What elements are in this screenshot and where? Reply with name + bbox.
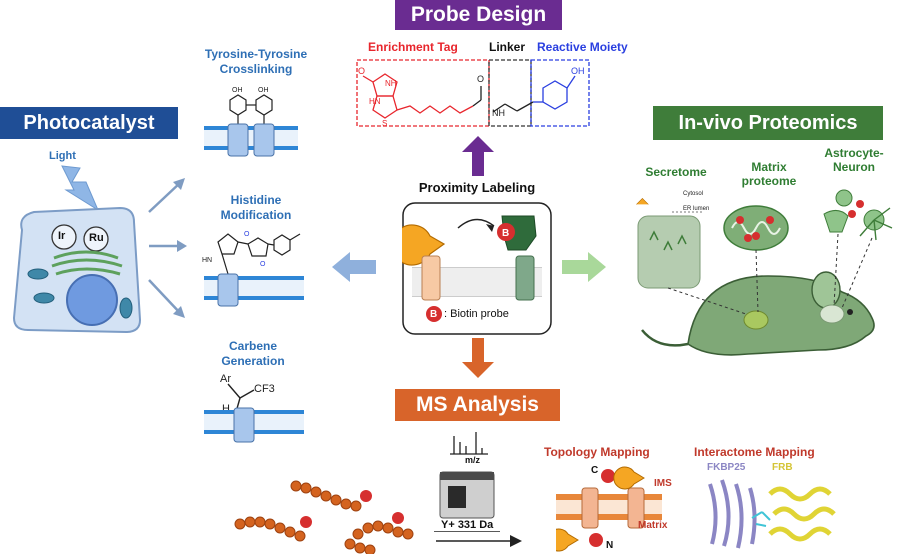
er-lumen-label: ER lumen xyxy=(683,206,709,212)
svg-text:OH: OH xyxy=(258,87,269,94)
mass-shift-label: Y+ 331 Da xyxy=(441,519,494,531)
photocatalyst-banner: Photocatalyst xyxy=(0,107,178,139)
c-terminus-label: C xyxy=(591,465,599,476)
frb-label: FRB xyxy=(772,462,793,473)
cytosol-label: Cytosol xyxy=(683,191,703,197)
invivo-illustration: Cytosol ER lumen xyxy=(636,189,893,356)
ms-output-arrow xyxy=(436,535,522,547)
svg-text:OH: OH xyxy=(571,66,585,76)
ru-label: Ru xyxy=(89,232,104,244)
photocatalyst-cell xyxy=(12,165,142,334)
ir-label: Ir xyxy=(58,230,66,242)
svg-text:B: B xyxy=(502,228,509,239)
interactome-mapping-title: Interactome Mapping xyxy=(694,445,815,459)
mass-spectrometer xyxy=(434,432,500,532)
svg-text:OH: OH xyxy=(232,87,243,94)
invivo-proteomics-banner: In-vivo Proteomics xyxy=(653,106,883,140)
svg-text:S: S xyxy=(382,119,387,128)
biotin-probe-legend: : Biotin probe xyxy=(444,308,509,320)
svg-text:O: O xyxy=(358,66,365,76)
arrow-to-photocatalyst xyxy=(332,252,376,282)
carbene-membrane: Ar CF3 H xyxy=(204,373,304,443)
histidine-membrane: O O HN xyxy=(202,231,304,307)
n-terminus-label: N xyxy=(606,540,614,551)
arrow-to-probe-design xyxy=(462,136,494,176)
mz-label: m/z xyxy=(465,455,481,465)
linker-label: Linker xyxy=(489,40,526,54)
tyrosine-membrane: OH OH xyxy=(204,87,298,157)
reactive-moiety-label: Reactive Moiety xyxy=(537,40,628,54)
interactome-structure xyxy=(708,479,836,549)
carbene-generation-label: Carbene Generation xyxy=(221,339,285,368)
matrix-proteome-label: Matrix proteome xyxy=(741,160,797,188)
peptides-illustration xyxy=(234,480,414,554)
carbene-cf3: CF3 xyxy=(254,383,275,395)
lightning-icon xyxy=(61,165,100,212)
histidine-modification-label: Histidine Modification xyxy=(220,193,292,222)
astrocyte-neuron-label: Astrocyte-Neuron xyxy=(824,146,884,174)
arrow-to-ms-analysis xyxy=(462,338,494,378)
fkbp25-label: FKBP25 xyxy=(707,462,746,473)
topology-mapping-title: Topology Mapping xyxy=(544,445,650,459)
biotin-symbol: B xyxy=(430,309,438,320)
proximity-labeling-panel: B xyxy=(402,202,552,335)
arrow-to-invivo xyxy=(562,252,606,282)
probe-structure: O NH HN S O NH OH xyxy=(356,59,590,128)
probe-design-banner: Probe Design xyxy=(395,0,562,30)
proximity-labeling-title: Proximity Labeling xyxy=(418,180,536,195)
svg-text:HN: HN xyxy=(369,97,381,106)
ms-analysis-banner: MS Analysis xyxy=(395,389,560,421)
enrichment-tag-label: Enrichment Tag xyxy=(368,40,458,54)
matrix-label: Matrix xyxy=(638,520,668,531)
svg-text:O: O xyxy=(477,74,484,84)
topology-illustration xyxy=(556,466,662,552)
svg-text:O: O xyxy=(260,261,266,268)
tyrosine-crosslinking-label: Tyrosine-Tyrosine Crosslinking xyxy=(204,47,308,76)
svg-text:NH: NH xyxy=(492,108,505,118)
carbene-h: H xyxy=(222,403,230,415)
svg-text:HN: HN xyxy=(202,257,212,264)
photocatalyst-arrows xyxy=(148,178,187,318)
light-label: Light xyxy=(49,150,76,162)
ims-label: IMS xyxy=(654,478,672,489)
svg-text:O: O xyxy=(244,231,250,238)
svg-text:NH: NH xyxy=(385,79,397,88)
carbene-ar: Ar xyxy=(220,373,231,385)
secretome-label: Secretome xyxy=(645,165,707,179)
